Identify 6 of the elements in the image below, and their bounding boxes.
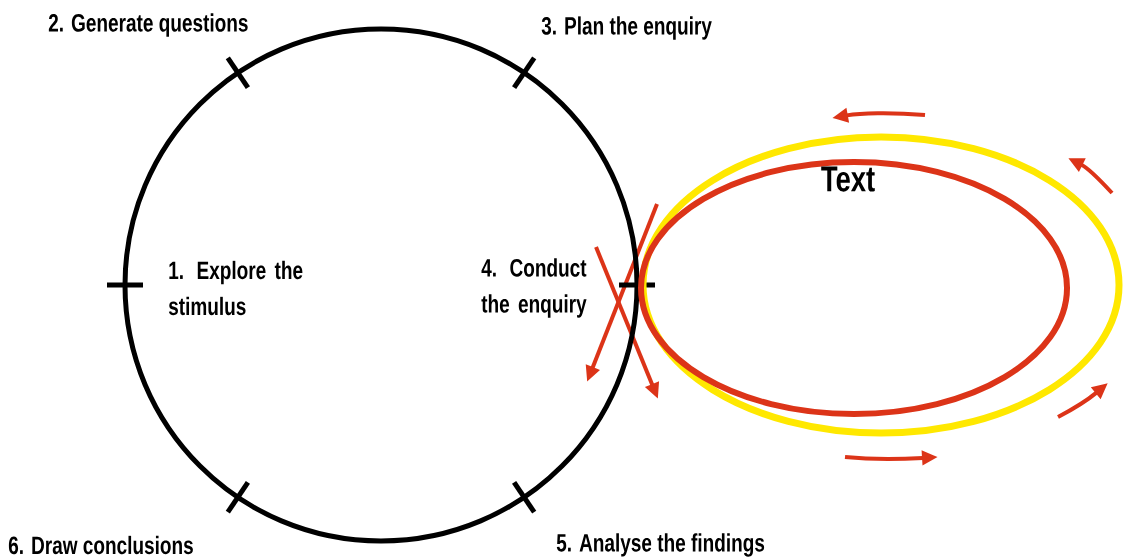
stage-label: 6. Draw conclusions xyxy=(8,535,193,555)
stage-label: 4. Conduct the enquiry xyxy=(481,258,587,318)
stage-label: 1. Explore the stimulus xyxy=(168,260,303,316)
stage-label: 3. Plan the enquiry xyxy=(541,16,712,40)
stage-label: 5. Analyse the findings xyxy=(556,533,765,557)
stage-label: 2. Generate questions xyxy=(48,13,248,37)
